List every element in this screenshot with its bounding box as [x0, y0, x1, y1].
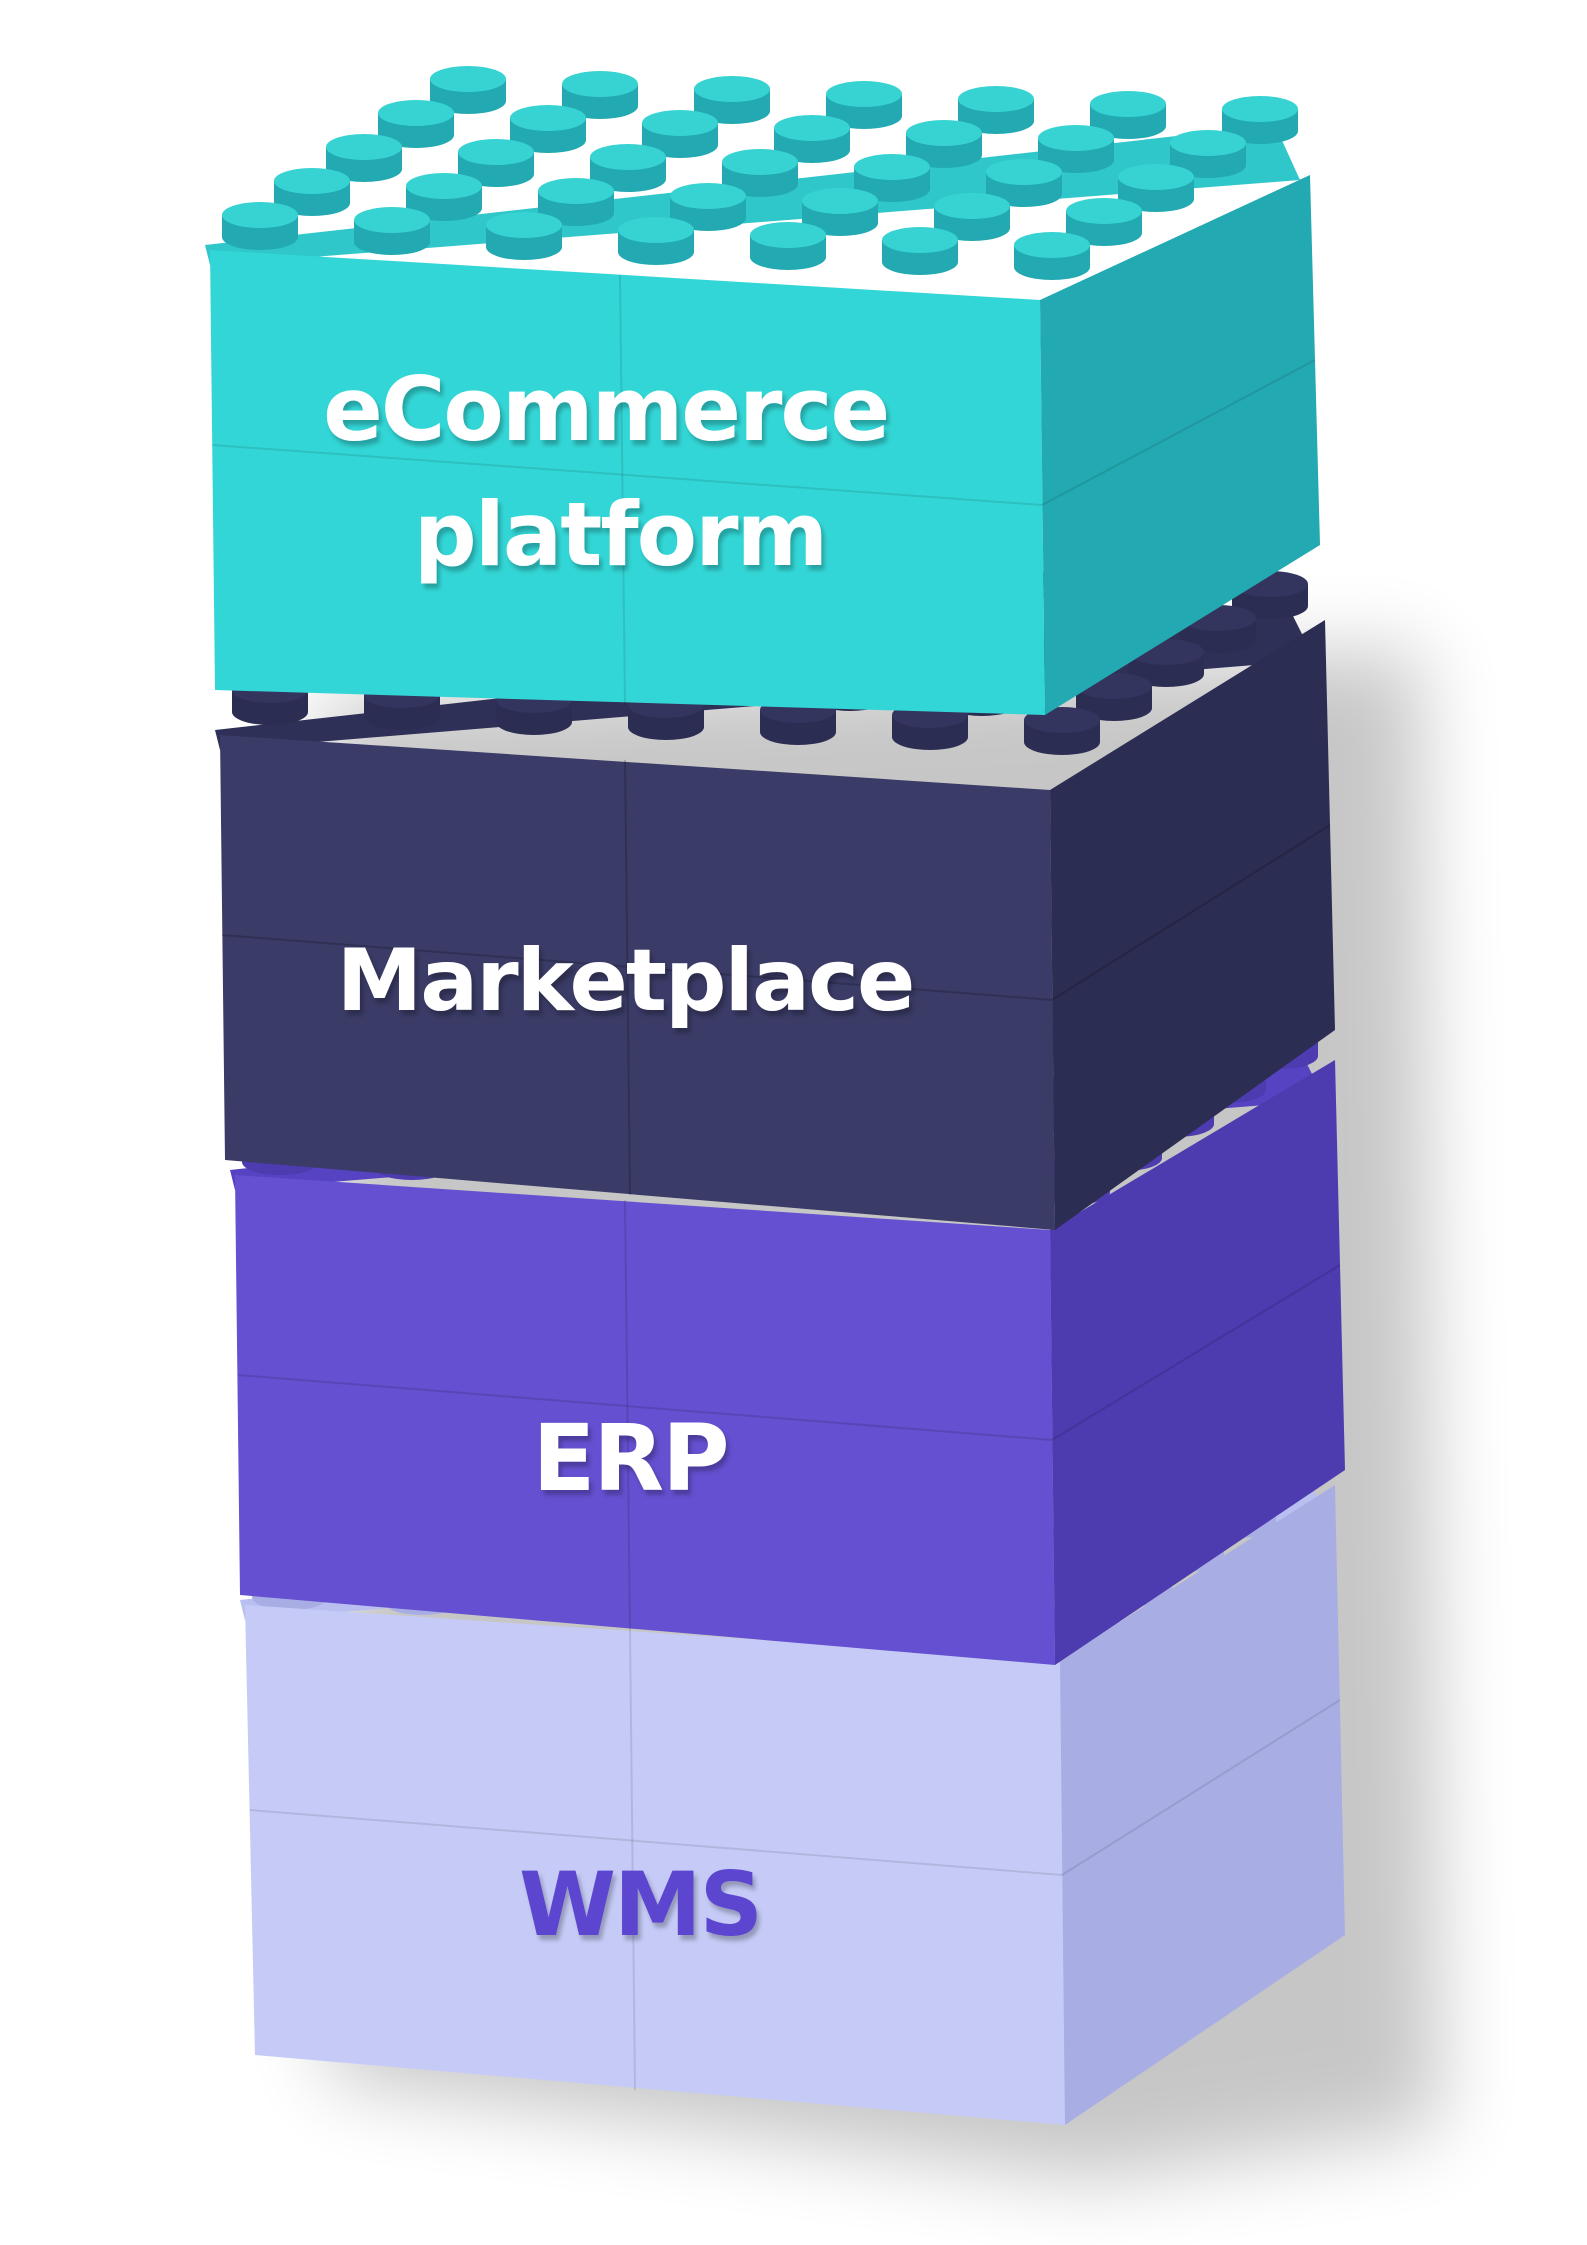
stud-cap [326, 134, 402, 160]
stud-base [882, 249, 958, 275]
block-erp-label-line: ERP [532, 1405, 727, 1512]
stud-cap [618, 217, 694, 243]
stud-base [750, 244, 826, 270]
block-wms-label: WMS [519, 1853, 761, 1956]
stud-cap [354, 207, 430, 233]
stud-cap [486, 212, 562, 238]
stud-base [232, 699, 308, 725]
stud-cap [1170, 130, 1246, 156]
stud-cap [986, 159, 1062, 185]
stud-cap [510, 105, 586, 131]
block-wms-front [245, 1605, 1065, 2125]
block-erp-label: ERP [532, 1405, 727, 1512]
stud-cap [1038, 125, 1114, 151]
stud-cap [958, 86, 1034, 112]
block-marketplace-seams [221, 759, 1331, 1196]
stud-base [760, 719, 836, 745]
stud-cap [670, 183, 746, 209]
block-ecommerce-front [210, 250, 1045, 715]
stud-cap [750, 222, 826, 248]
stud-cap [1090, 91, 1166, 117]
stud-cap [1118, 164, 1194, 190]
stud-cap [1222, 96, 1298, 122]
stud-base [364, 704, 440, 730]
stud-cap [642, 110, 718, 136]
block-ecommerce: eCommerce platform [205, 66, 1320, 715]
block-erp-front [235, 1175, 1055, 1665]
block-ecommerce-studs [222, 66, 1298, 280]
block-ecommerce-label-line-2: platform [414, 483, 826, 586]
stud-base [486, 234, 562, 260]
block-erp-side [1050, 1060, 1345, 1665]
stud-base [354, 229, 430, 255]
block-marketplace-label: Marketplace [337, 931, 914, 1031]
stud-cap [562, 71, 638, 97]
stud-cap [722, 149, 798, 175]
stud-cap [934, 193, 1010, 219]
stud-cap [406, 173, 482, 199]
stud-base [628, 714, 704, 740]
block-wms-side [1060, 1485, 1345, 2125]
stud-base [1014, 254, 1090, 280]
stud-cap [222, 202, 298, 228]
block-marketplace-side [1050, 620, 1335, 1230]
stud-base [222, 224, 298, 250]
stud-cap [854, 154, 930, 180]
block-ecommerce-label: eCommerce platform [323, 358, 917, 586]
block-ecommerce-label-line-1: eCommerce [323, 358, 888, 461]
block-marketplace-front [220, 735, 1055, 1230]
stud-cap [1014, 232, 1090, 258]
block-ecommerce-seams [211, 274, 1316, 706]
stud-cap [378, 100, 454, 126]
stud-base [618, 239, 694, 265]
stud-base [496, 709, 572, 735]
stud-cap [802, 188, 878, 214]
stud-cap [458, 139, 534, 165]
block-marketplace-label-line: Marketplace [337, 931, 914, 1031]
stud-base [892, 724, 968, 750]
stud-base [1024, 729, 1100, 755]
stud-cap [430, 66, 506, 92]
stud-cap [274, 168, 350, 194]
stud-cap [774, 115, 850, 141]
stud-cap [538, 178, 614, 204]
block-ecommerce-side [1040, 175, 1320, 715]
stud-cap [590, 144, 666, 170]
stud-cap [882, 227, 958, 253]
stud-cap [1066, 198, 1142, 224]
stud-cap [906, 120, 982, 146]
block-wms-seams [249, 1629, 1341, 2091]
stud-cap [694, 76, 770, 102]
stud-cap [826, 81, 902, 107]
block-wms-label-line: WMS [519, 1853, 761, 1956]
block-erp-seams [237, 1199, 1341, 1631]
